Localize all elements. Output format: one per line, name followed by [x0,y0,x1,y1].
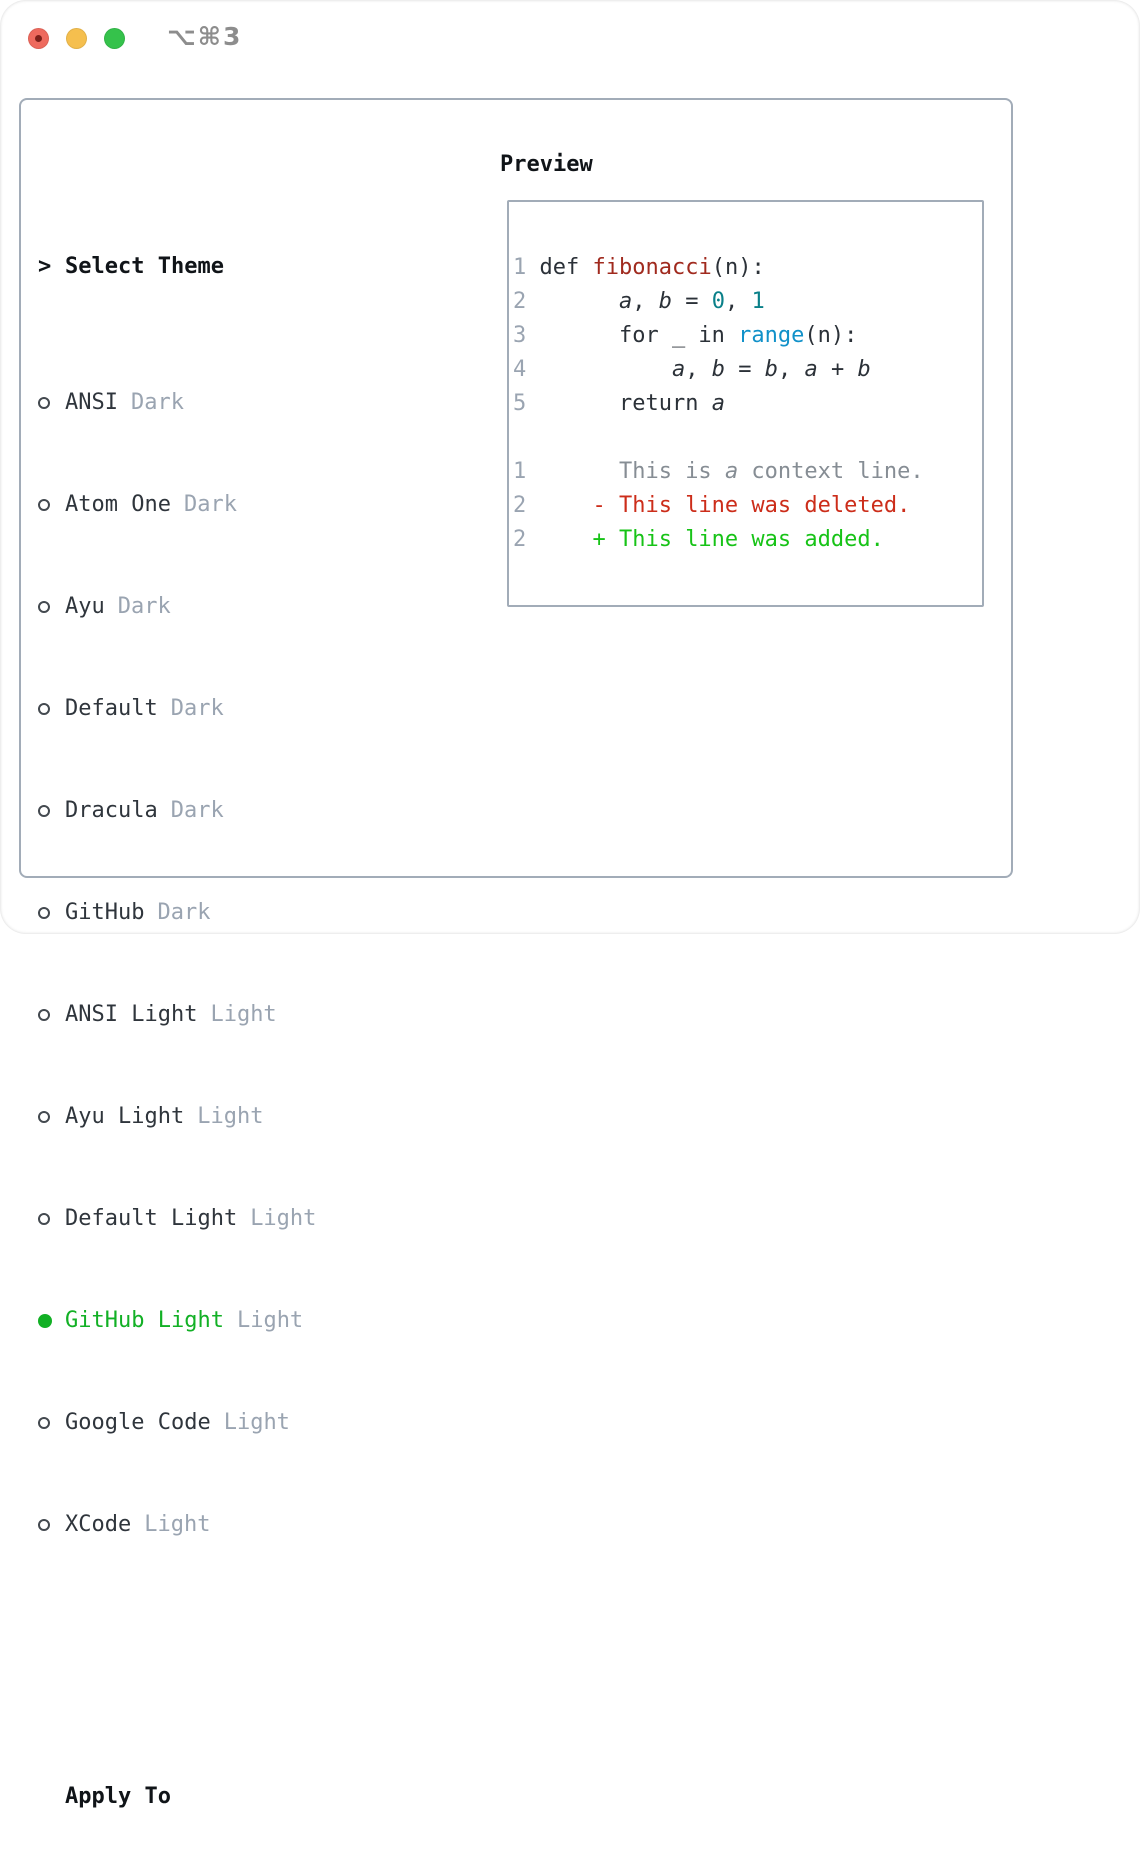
zoom-window-icon[interactable] [104,28,125,49]
diff-added-line: 2 + This line was added. [513,527,884,552]
minimize-window-icon[interactable] [66,28,87,49]
window-title-shortcut: ⌥⌘3 [167,22,243,51]
theme-option-ansi-dark[interactable]: ANSI Dark [38,386,409,420]
diff-deleted-line: 2 - This line was deleted. [513,493,911,518]
theme-option-ayu-light[interactable]: Ayu Light Light [38,1100,409,1134]
theme-selector-panel: > Select Theme ANSI Dark Atom One Dark A… [19,98,1013,1809]
radio-unselected-icon [38,907,50,919]
theme-option-atom-one-dark[interactable]: Atom One Dark [38,488,409,522]
left-column: > Select Theme ANSI Dark Atom One Dark A… [38,148,409,1868]
close-window-icon[interactable] [28,28,49,49]
radio-unselected-icon [38,601,50,613]
radio-unselected-icon [38,1213,50,1225]
preview-title: Preview [500,152,593,177]
theme-option-default-dark[interactable]: Default Dark [38,692,409,726]
theme-option-github-light[interactable]: GitHub Light Light [38,1304,409,1338]
radio-unselected-icon [38,805,50,817]
radio-selected-icon [38,1314,52,1328]
theme-option-xcode-light[interactable]: XCode Light [38,1508,409,1542]
radio-unselected-icon [38,1009,50,1021]
app-window: ⌥⌘3 > Select Theme ANSI Dark Atom One Da… [0,0,1140,1809]
radio-unselected-icon [38,1417,50,1429]
radio-unselected-icon [38,1519,50,1531]
caret-icon: > [38,254,52,279]
theme-option-default-light[interactable]: Default Light Light [38,1202,409,1236]
radio-unselected-icon [38,499,50,511]
code-line-3: 3 for _ in range(n): [513,323,858,348]
apply-to-header: Apply To [38,1780,409,1814]
theme-option-google-code-light[interactable]: Google Code Light [38,1406,409,1440]
theme-picker-header: > Select Theme [38,250,409,284]
diff-context-line: 1 This is a context line. [513,459,924,484]
window-controls [28,28,125,49]
code-line-5: 5 return a [513,391,725,416]
radio-unselected-icon [38,397,50,409]
titlebar: ⌥⌘3 [0,0,1140,75]
theme-option-dracula-dark[interactable]: Dracula Dark [38,794,409,828]
radio-unselected-icon [38,1111,50,1123]
spacer-row [38,1644,409,1678]
theme-option-github-dark[interactable]: GitHub Dark [38,896,409,930]
code-line-4: 4 a, b = b, a + b [513,357,871,382]
code-line-blank [513,421,982,455]
theme-option-ansi-light[interactable]: ANSI Light Light [38,998,409,1032]
theme-picker-title: Select Theme [65,254,224,279]
code-line-1: 1 def fibonacci(n): [513,255,765,280]
theme-preview-box: 1 def fibonacci(n): 2 a, b = 0, 1 3 for … [507,200,984,607]
radio-unselected-icon [38,703,50,715]
theme-option-ayu-dark[interactable]: Ayu Dark [38,590,409,624]
apply-to-title: Apply To [65,1784,171,1809]
code-line-2: 2 a, b = 0, 1 [513,289,765,314]
